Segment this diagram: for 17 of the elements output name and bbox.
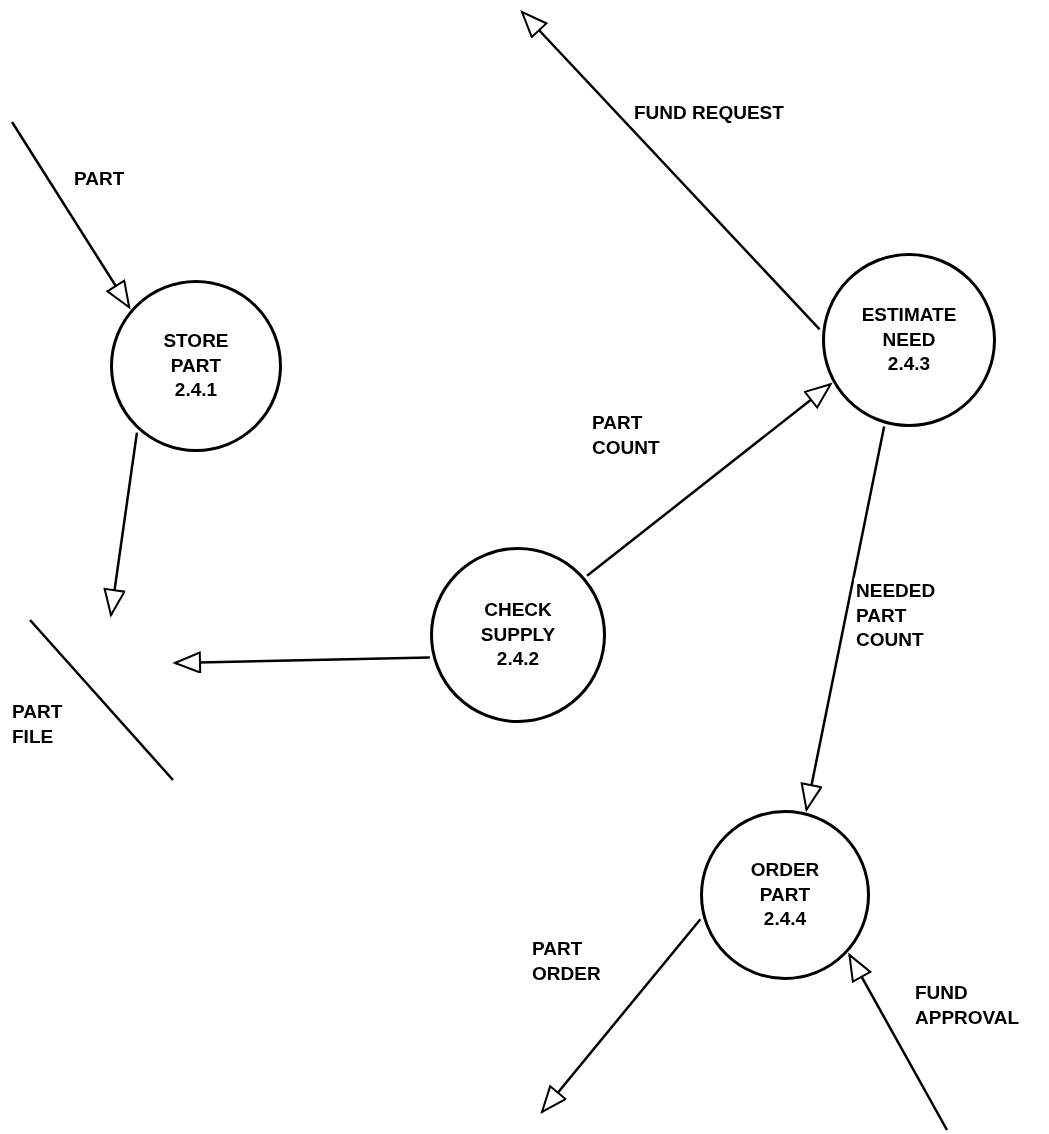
process-name: ESTIMATE NEED [861,302,957,352]
process-number: 2.4.4 [763,907,807,932]
process-number: 2.4.2 [496,647,540,672]
arrow [103,432,139,616]
arrow [800,426,886,811]
process-name: STORE PART [163,328,229,378]
arrow [10,121,131,309]
arrow [848,953,949,1131]
arrow [521,11,821,331]
process-name: CHECK SUPPLY [480,597,556,647]
process-name: ORDER PART [750,857,820,907]
arrow [174,651,430,674]
process-number: 2.4.1 [174,378,218,403]
arrow [541,918,702,1113]
data-store-label: PART FILE [12,700,63,749]
process-number: 2.4.3 [887,352,931,377]
arrow [586,383,832,577]
